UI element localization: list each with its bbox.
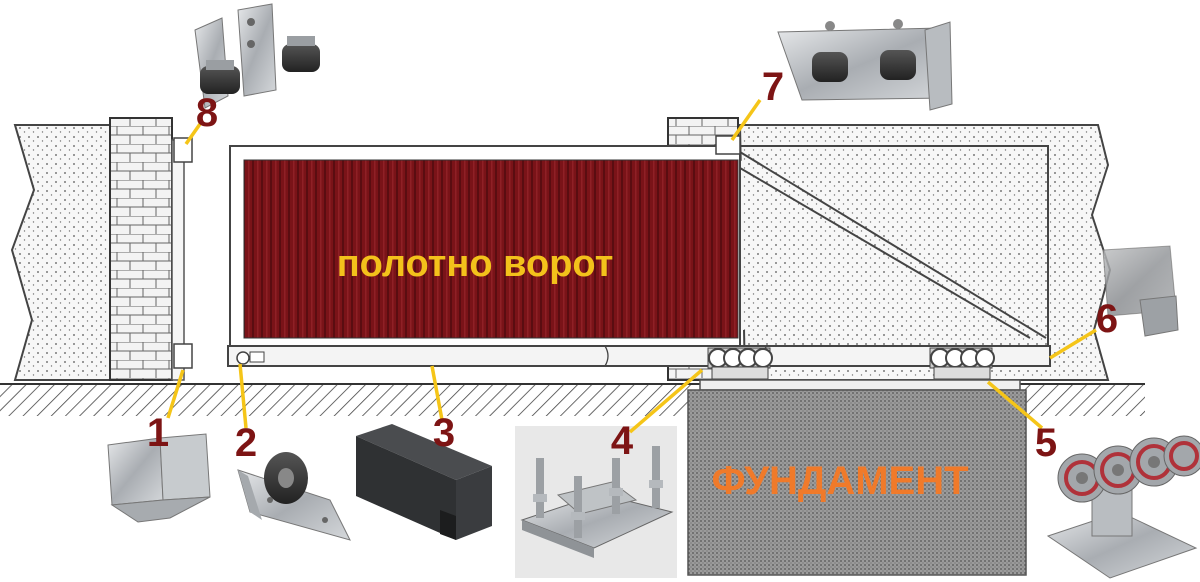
brick-pillar-left <box>109 117 173 381</box>
callout-number-8: 8 <box>196 91 218 135</box>
counterweight-fill <box>740 160 1040 330</box>
callout-lines <box>166 98 1097 434</box>
upper-guide-bracket-image <box>777 19 953 111</box>
gate-panel <box>243 159 739 339</box>
callout-line-8 <box>184 122 202 146</box>
upper-catcher-image <box>194 3 320 109</box>
callout-number-4: 4 <box>611 419 634 463</box>
guide-rail-image <box>356 424 492 540</box>
callout-number-1: 1 <box>147 411 169 455</box>
end-roller-mark <box>236 351 250 365</box>
callout-number-2: 2 <box>235 421 257 465</box>
foundation-label: ФУНДАМЕНТ <box>711 459 968 503</box>
lower-catcher-mark <box>173 343 193 369</box>
mounting-plate-image <box>515 426 677 578</box>
callout-line-1 <box>166 369 185 419</box>
roller-carriage-left <box>707 347 773 380</box>
end-cap-image <box>1102 245 1179 337</box>
upper-bracket-mark <box>715 135 741 155</box>
callout-line-5 <box>986 380 1044 430</box>
roller-carriage-right <box>929 347 995 380</box>
gate-leaf-label: полотно ворот <box>337 243 614 285</box>
foundation-plate <box>699 379 1021 391</box>
callout-number-7: 7 <box>762 65 784 109</box>
callout-line-6 <box>1049 328 1097 360</box>
end-roller-image <box>237 452 351 541</box>
lower-catcher-image <box>107 433 211 523</box>
callout-number-6: 6 <box>1096 297 1118 341</box>
fence-left <box>10 124 111 381</box>
foundation-block <box>687 389 1027 576</box>
callout-line-3 <box>430 365 444 421</box>
callout-line-4 <box>628 368 704 434</box>
callout-line-2 <box>238 363 248 429</box>
callout-number-3: 3 <box>433 411 455 455</box>
callout-number-5: 5 <box>1035 421 1057 465</box>
callout-line-7 <box>730 98 762 142</box>
roller-carriage-image <box>1046 435 1200 579</box>
guide-rail-beam <box>227 345 1051 367</box>
